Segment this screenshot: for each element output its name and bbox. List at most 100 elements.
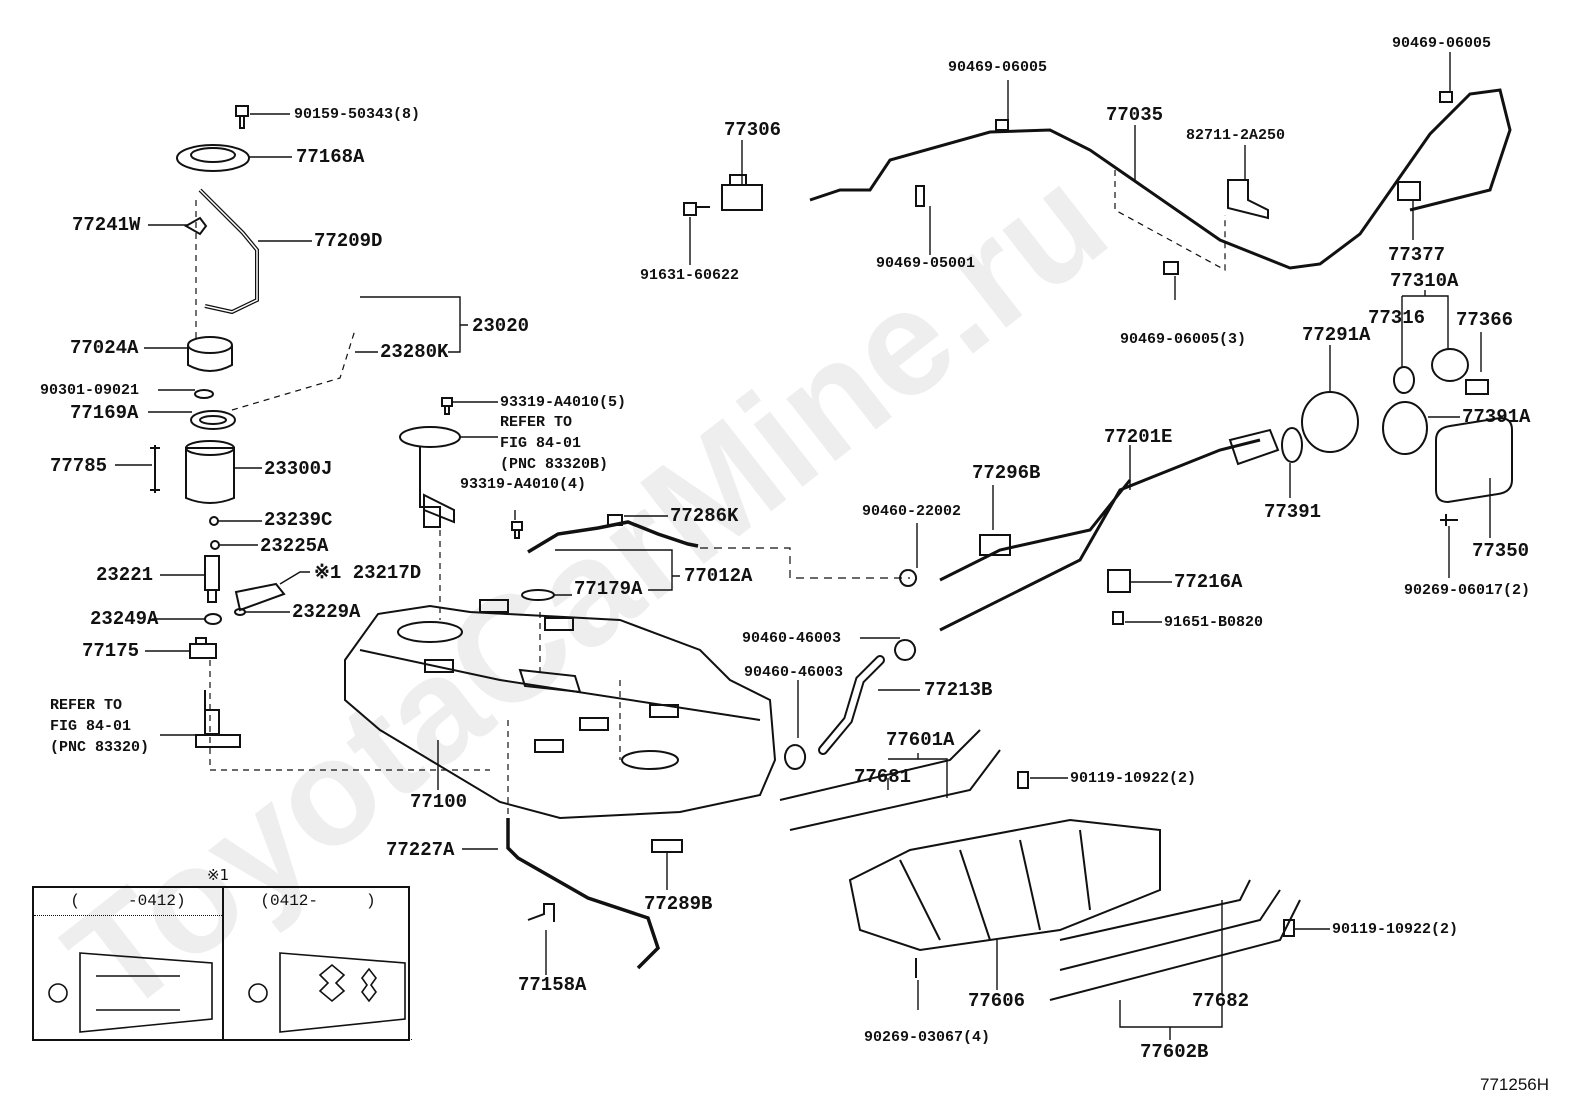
label-90469-05001[interactable]: 90469-05001 [876, 255, 976, 272]
label-77306[interactable]: 77306 [724, 119, 782, 141]
label-90159-50343[interactable]: 90159-50343(8) [294, 106, 421, 123]
label-77216A[interactable]: 77216A [1174, 571, 1243, 593]
label-77681[interactable]: 77681 [854, 766, 912, 788]
label-23217D[interactable]: ※1 23217D [314, 562, 422, 584]
label-77606[interactable]: 77606 [968, 990, 1026, 1012]
label-77350[interactable]: 77350 [1472, 540, 1530, 562]
bracket-77216A [1107, 569, 1131, 593]
fuel-lid-77350 [1435, 416, 1513, 504]
label-23239C[interactable]: 23239C [264, 509, 333, 531]
note-refer-pump: REFER TO FIG 84-01 (PNC 83320) [50, 697, 150, 756]
label-77366[interactable]: 77366 [1456, 309, 1514, 331]
label-77785[interactable]: 77785 [50, 455, 108, 477]
bolt-93319-5 [441, 397, 453, 415]
label-82711-2A250[interactable]: 82711-2A250 [1186, 127, 1286, 144]
label-90119-10922-b[interactable]: 90119-10922(2) [1332, 921, 1459, 938]
sender-pump [195, 690, 241, 748]
pump-23300J [185, 440, 235, 504]
label-93319-A4010-5[interactable]: 93319-A4010(5) [500, 394, 627, 411]
label-77682[interactable]: 77682 [1192, 990, 1250, 1012]
label-91631-60622[interactable]: 91631-60622 [640, 267, 740, 284]
label-77289B[interactable]: 77289B [644, 893, 713, 915]
bolt-90159 [235, 105, 249, 129]
tether-77366 [1465, 379, 1489, 395]
clip-77286K [607, 514, 623, 526]
filter-23239C [209, 516, 219, 526]
label-77209D[interactable]: 77209D [314, 230, 383, 252]
ring-77391A [1382, 401, 1428, 455]
label-77286K[interactable]: 77286K [670, 505, 739, 527]
label-90269-06017[interactable]: 90269-06017(2) [1404, 582, 1531, 599]
clip-77241W [183, 216, 208, 236]
clamp-90460-46003-a [894, 639, 917, 661]
gasket-23229A [234, 608, 246, 616]
label-77391[interactable]: 77391 [1264, 501, 1322, 523]
label-77310A[interactable]: 77310A [1390, 270, 1459, 292]
bracket-77175 [189, 637, 217, 659]
label-77168A[interactable]: 77168A [296, 146, 365, 168]
label-77602B[interactable]: 77602B [1140, 1041, 1209, 1063]
sender-gauge [399, 426, 461, 528]
label-77213B[interactable]: 77213B [924, 679, 993, 701]
label-77296B[interactable]: 77296B [972, 462, 1041, 484]
label-93319-A4010-4[interactable]: 93319-A4010(4) [460, 476, 587, 493]
label-77158A[interactable]: 77158A [518, 974, 587, 996]
label-90469-06005-mid[interactable]: 90469-06005 [948, 59, 1048, 76]
gasket-77169A [190, 410, 236, 430]
clip-90469-top-right [1439, 91, 1453, 103]
label-77035[interactable]: 77035 [1106, 104, 1164, 126]
label-90460-22002[interactable]: 90460-22002 [862, 503, 962, 520]
label-23225A[interactable]: 23225A [260, 535, 329, 557]
bolt-90119-a [1017, 771, 1029, 789]
clamp-90460-46003-b [784, 744, 807, 770]
gasket-77179A [521, 589, 555, 601]
inset-filter-new [248, 952, 406, 1033]
inset-filter-old [48, 952, 213, 1033]
label-23221[interactable]: 23221 [96, 564, 154, 586]
label-77316[interactable]: 77316 [1368, 307, 1426, 329]
label-77377[interactable]: 77377 [1388, 244, 1446, 266]
label-77241W[interactable]: 77241W [72, 214, 141, 236]
clip-90469-05001 [915, 185, 925, 207]
label-77391A[interactable]: 77391A [1462, 406, 1531, 428]
protector-77606 [848, 818, 1161, 952]
label-90460-46003-a[interactable]: 90460-46003 [742, 630, 842, 647]
label-77291A[interactable]: 77291A [1302, 324, 1371, 346]
label-77175[interactable]: 77175 [82, 640, 140, 662]
wire-77785 [150, 445, 160, 493]
filter-77024A [187, 336, 233, 372]
label-23229A[interactable]: 23229A [292, 601, 361, 623]
label-91651-B0820[interactable]: 91651-B0820 [1164, 614, 1264, 631]
cap-77310A [1431, 348, 1469, 382]
label-23020[interactable]: 23020 [472, 315, 530, 337]
label-90469-06005-right[interactable]: 90469-06005 [1392, 35, 1492, 52]
label-90269-03067[interactable]: 90269-03067(4) [864, 1029, 991, 1046]
label-90460-46003-b[interactable]: 90460-46003 [744, 664, 844, 681]
label-23249A[interactable]: 23249A [90, 608, 159, 630]
retainer-77168A [176, 144, 250, 172]
label-77012A[interactable]: 77012A [684, 565, 753, 587]
label-77227A[interactable]: 77227A [386, 839, 455, 861]
filler-pipe-77201E [939, 438, 1261, 632]
filler-neck-77291A [1301, 391, 1359, 453]
housing-77377 [1397, 181, 1421, 201]
bolt-91651 [1112, 611, 1124, 625]
label-77201E[interactable]: 77201E [1104, 426, 1173, 448]
label-77601A[interactable]: 77601A [886, 729, 955, 751]
label-77100[interactable]: 77100 [410, 791, 468, 813]
clamp-90460-22002 [899, 569, 917, 587]
label-77179A[interactable]: 77179A [574, 578, 643, 600]
label-77169A[interactable]: 77169A [70, 402, 139, 424]
label-23280K[interactable]: 23280K [380, 341, 449, 363]
label-90469-06005-3[interactable]: 90469-06005(3) [1120, 331, 1247, 348]
label-90119-10922-a[interactable]: 90119-10922(2) [1070, 770, 1197, 787]
label-90301-09021[interactable]: 90301-09021 [40, 382, 140, 399]
label-77024A[interactable]: 77024A [70, 337, 139, 359]
band-77681 [779, 729, 1001, 831]
label-23300J[interactable]: 23300J [264, 458, 333, 480]
fuel-tank-77100 [344, 599, 777, 820]
band-77682 [1049, 879, 1301, 1001]
hose-77209D [198, 188, 259, 315]
screw-91631 [683, 202, 710, 216]
